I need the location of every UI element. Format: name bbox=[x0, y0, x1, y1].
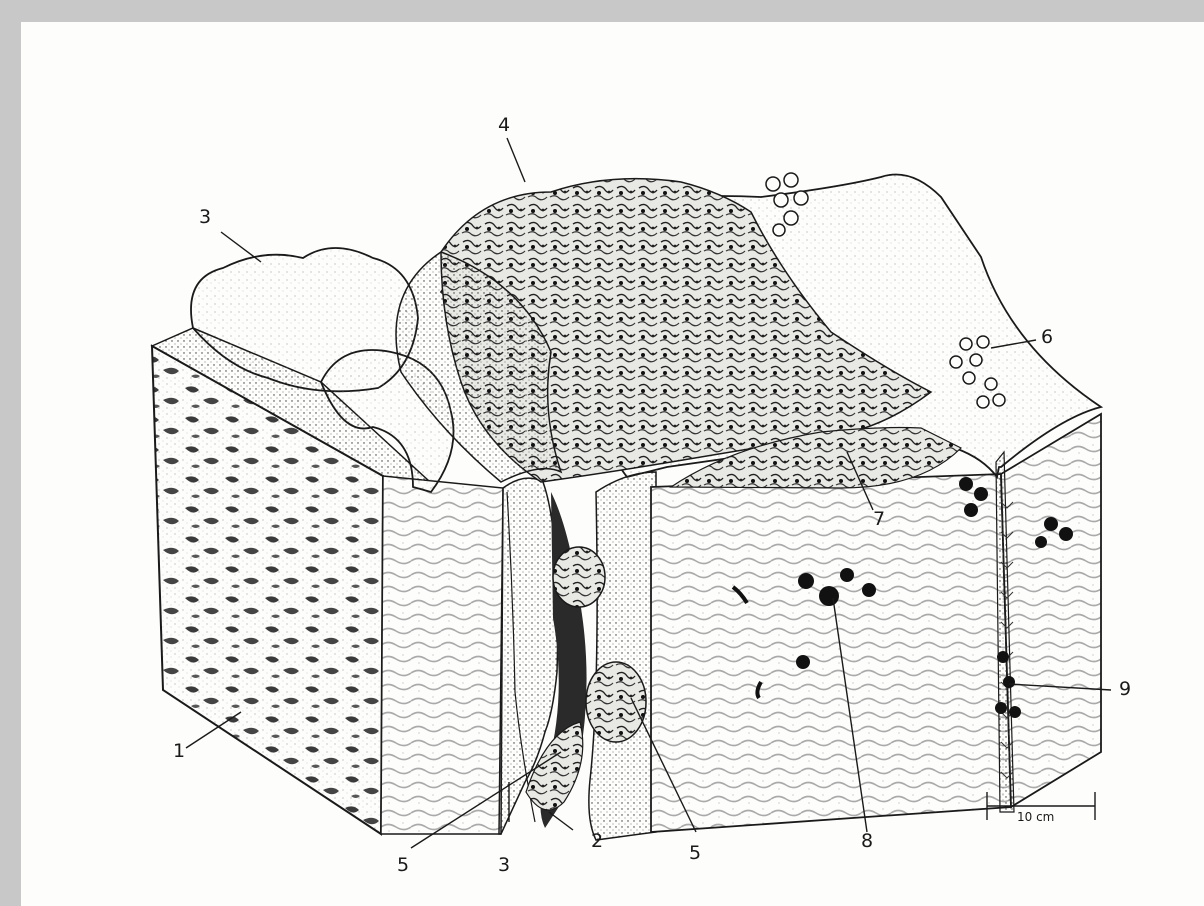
label-3-top: 3 bbox=[199, 208, 211, 227]
label-7: 7 bbox=[873, 510, 885, 529]
front-right-face bbox=[651, 474, 1011, 832]
scale-bar-label: 10 cm bbox=[1017, 810, 1054, 824]
label-5-left: 5 bbox=[397, 856, 409, 875]
label-3-bottom: 3 bbox=[498, 856, 510, 875]
sponge-plug-lower bbox=[586, 662, 646, 742]
label-5-right: 5 bbox=[689, 844, 701, 863]
leader-2 bbox=[549, 812, 573, 830]
leader-4 bbox=[507, 138, 525, 182]
illustration-paper: 1 2 3 3 4 5 5 6 7 8 9 10 cm bbox=[21, 22, 1204, 906]
label-6: 6 bbox=[1041, 328, 1053, 347]
sponge-plug-upper bbox=[553, 547, 605, 607]
front-left-panel bbox=[381, 476, 503, 834]
label-2: 2 bbox=[591, 832, 603, 851]
crevice-wall-right bbox=[589, 472, 656, 840]
label-8: 8 bbox=[861, 832, 873, 851]
label-4: 4 bbox=[498, 116, 510, 135]
right-side-face bbox=[1001, 414, 1101, 807]
reef-block-diagram bbox=[21, 22, 1204, 906]
label-9: 9 bbox=[1119, 680, 1131, 699]
label-1: 1 bbox=[173, 742, 185, 761]
leader-3-top bbox=[221, 232, 261, 262]
